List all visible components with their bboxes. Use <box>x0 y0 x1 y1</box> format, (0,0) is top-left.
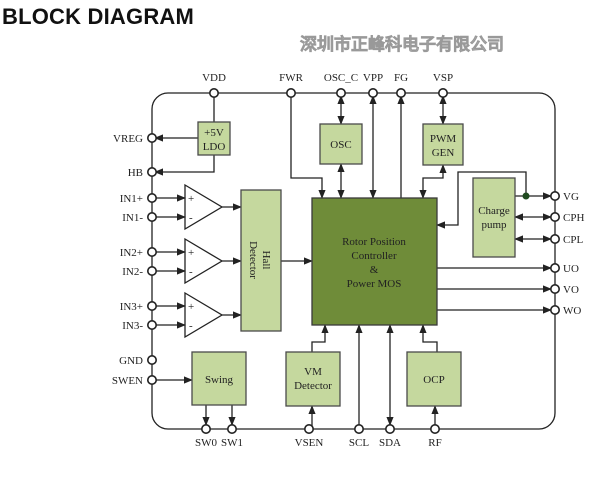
pin-in2--terminal <box>147 247 158 258</box>
pin-vdd-terminal <box>209 88 220 99</box>
svg-text:Rotor Position: Rotor Position <box>342 236 406 248</box>
pin-label: SDA <box>379 437 401 449</box>
svg-text:Controller: Controller <box>351 250 397 262</box>
pin-cph-terminal <box>549 212 560 223</box>
pin-fwr-terminal <box>285 88 296 99</box>
pin-gnd-terminal <box>147 354 158 365</box>
svg-text:LDO: LDO <box>203 141 226 153</box>
pin-hb-terminal <box>147 167 158 178</box>
pin-vo-terminal <box>549 283 560 294</box>
hall-detector-block: Hall Detector <box>240 189 282 332</box>
comparator-1 <box>184 183 224 231</box>
pin-label: VPP <box>363 72 383 84</box>
ocp-block: OCP <box>406 351 462 407</box>
pin-label: IN2+ <box>120 247 143 259</box>
svg-text:-: - <box>189 266 193 278</box>
pin-in3--terminal <box>147 300 158 311</box>
pin-vsen-terminal <box>303 423 314 434</box>
svg-text:VM: VM <box>304 366 322 378</box>
svg-text:Swing: Swing <box>205 374 234 386</box>
pin-label: VG <box>563 191 579 203</box>
signal-lines <box>152 93 552 428</box>
pin-label: SCL <box>349 437 369 449</box>
pin-cpl-terminal <box>549 234 560 245</box>
pin-fg-terminal <box>395 88 406 99</box>
pin-label: SWEN <box>112 375 143 387</box>
pin-vreg-terminal <box>147 133 158 144</box>
pin-label: VSEN <box>295 437 324 449</box>
pin-sw0-terminal <box>201 423 212 434</box>
svg-text:-: - <box>189 320 193 332</box>
svg-text:-: - <box>189 212 193 224</box>
pin-in2--terminal <box>147 265 158 276</box>
junction-dot <box>522 192 530 200</box>
pin-label: UO <box>563 263 579 275</box>
pin-osc-c-terminal <box>335 88 346 99</box>
pin-label: HB <box>128 167 143 179</box>
pin-in1--terminal <box>147 193 158 204</box>
svg-text:&: & <box>370 264 379 276</box>
pin-label: IN3+ <box>120 301 143 313</box>
pin-label: CPL <box>563 234 583 246</box>
svg-text:pump: pump <box>481 219 507 231</box>
pin-rf-terminal <box>429 423 440 434</box>
pin-scl-terminal <box>353 423 364 434</box>
comparator-3 <box>184 291 224 339</box>
pin-sw1-terminal <box>227 423 238 434</box>
comparators: + - + - + - <box>184 183 224 339</box>
pin-label: WO <box>563 305 581 317</box>
pin-sda-terminal <box>384 423 395 434</box>
pin-label: FG <box>394 72 408 84</box>
pin-label: SW1 <box>221 437 243 449</box>
watermark: 深圳市正峰科电子有限公司 <box>300 34 504 55</box>
svg-text:Power MOS: Power MOS <box>347 278 402 290</box>
pin-label: GND <box>119 355 143 367</box>
page-title: BLOCK DIAGRAM <box>2 4 195 29</box>
pins: VDD FWR OSC_C VPP FG VSP VREG HB IN1+ IN1- IN2+ IN2… <box>112 72 585 449</box>
pin-label: IN1- <box>122 212 143 224</box>
pin-uo-terminal <box>549 262 560 273</box>
svg-text:+: + <box>188 193 194 205</box>
pin-in1--terminal <box>147 212 158 223</box>
svg-text:+: + <box>188 301 194 313</box>
pin-label: VSP <box>433 72 453 84</box>
pin-label: IN2- <box>122 266 143 278</box>
svg-text:PWM: PWM <box>430 133 457 145</box>
pin-swen-terminal <box>147 374 158 385</box>
svg-text:Detector: Detector <box>294 380 332 392</box>
comparator-2 <box>184 237 224 285</box>
ldo-block: +5V LDO <box>197 121 231 156</box>
pin-label: IN1+ <box>120 193 143 205</box>
pin-wo-terminal <box>549 304 560 315</box>
pin-label: OSC_C <box>324 72 358 84</box>
pin-label: VREG <box>113 133 143 145</box>
svg-text:OSC: OSC <box>330 139 351 151</box>
svg-text:+5V: +5V <box>204 127 224 139</box>
pin-in3--terminal <box>147 319 158 330</box>
pin-label: FWR <box>279 72 304 84</box>
charge-pump-block: Charge pump <box>472 177 516 258</box>
svg-text:Hall: Hall <box>260 251 272 270</box>
svg-text:OCP: OCP <box>423 374 444 386</box>
svg-text:GEN: GEN <box>432 147 455 159</box>
svg-text:+: + <box>188 247 194 259</box>
pin-label: VDD <box>202 72 226 84</box>
pin-label: VO <box>563 284 579 296</box>
pwm-gen-block: PWM GEN <box>422 123 464 166</box>
chip-outline <box>151 92 556 430</box>
swing-block: Swing <box>191 351 247 406</box>
svg-text:Charge: Charge <box>478 205 510 217</box>
pin-label: RF <box>428 437 441 449</box>
pin-label: CPH <box>563 212 584 224</box>
pin-label: SW0 <box>195 437 218 449</box>
pin-vpp-terminal <box>367 88 378 99</box>
vm-detector-block: VM Detector <box>285 351 341 407</box>
pin-vg-terminal <box>549 191 560 202</box>
main-controller-block: Rotor Position Controller & Power MOS <box>311 197 438 326</box>
pin-label: IN3- <box>122 320 143 332</box>
svg-text:Detector: Detector <box>247 241 259 279</box>
osc-block: OSC <box>319 123 363 165</box>
pin-vsp-terminal <box>437 88 448 99</box>
